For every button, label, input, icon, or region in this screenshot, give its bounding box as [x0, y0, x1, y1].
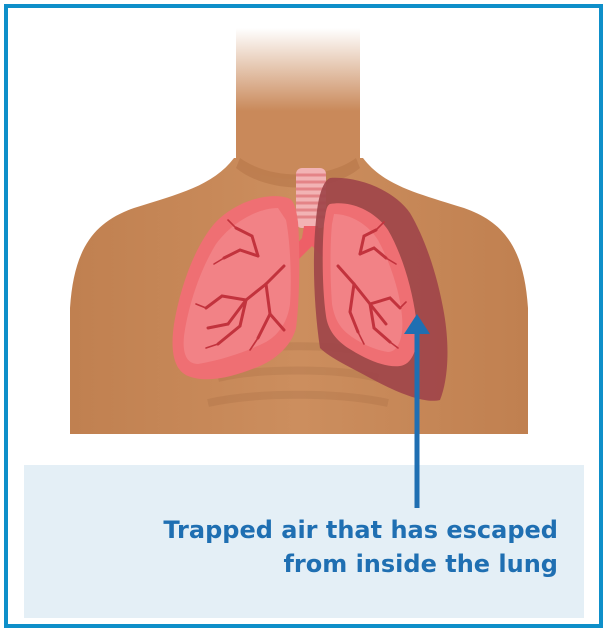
- caption-text: Trapped air that has escaped from inside…: [38, 513, 558, 581]
- neck: [236, 28, 360, 179]
- figure-frame: Trapped air that has escaped from inside…: [4, 4, 603, 628]
- caption-panel: Trapped air that has escaped from inside…: [24, 465, 584, 618]
- caption-line-1: Trapped air that has escaped: [38, 513, 558, 547]
- caption-line-2: from inside the lung: [38, 547, 558, 581]
